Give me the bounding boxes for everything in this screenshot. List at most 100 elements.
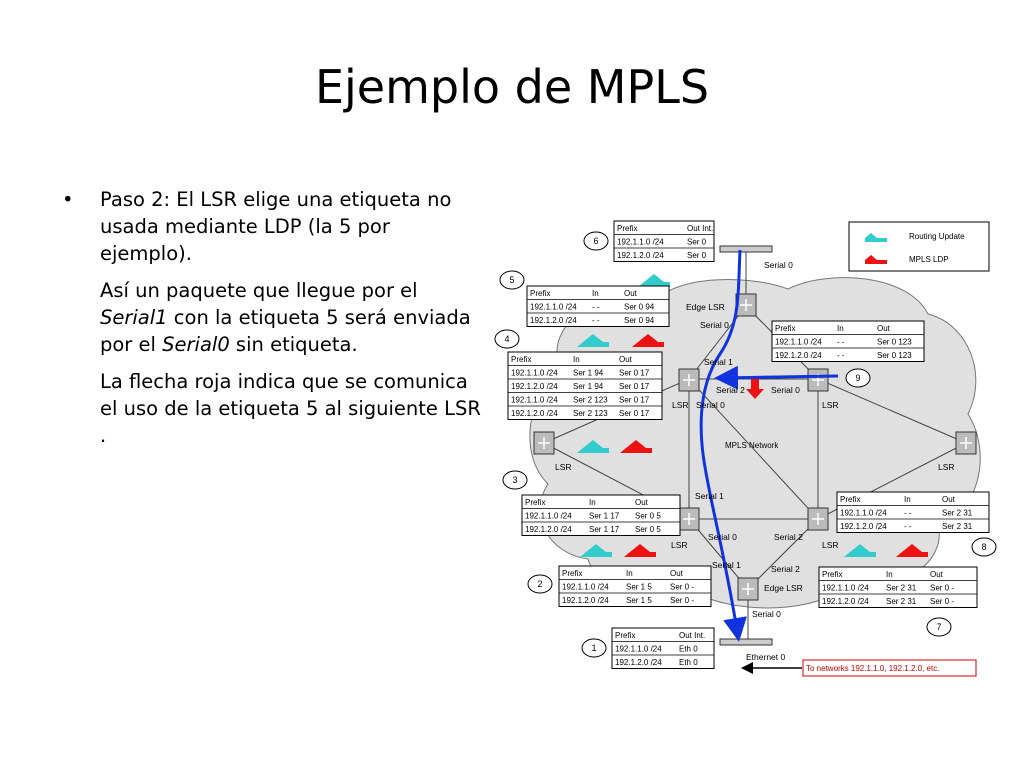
- table-cell: 192.1.1.0 /24: [822, 584, 869, 593]
- table-header-cell: Out: [930, 570, 944, 579]
- step-5-circle: [499, 270, 525, 290]
- table-cell: 192.1.1.0 /24: [615, 645, 662, 654]
- table-cell: Ser 0 17: [619, 396, 650, 405]
- step-3-circle: [502, 470, 528, 490]
- bullet-text: Paso 2: El LSR elige una etiqueta no usa…: [100, 188, 452, 265]
- table-cell: Ser 0 -: [930, 597, 954, 606]
- table-cell: Ser 1 17: [589, 512, 620, 521]
- step-4-circle: [494, 329, 520, 349]
- table-cell: Ser 0 5: [635, 512, 661, 521]
- table-cell: Ser 0 123: [877, 351, 912, 360]
- bullet-dot-icon: •: [62, 188, 74, 211]
- to-networks-box: [802, 659, 977, 677]
- step-5-label: 5: [509, 275, 514, 285]
- packet-path: [699, 249, 747, 642]
- table-cell: 192.1.1.0 /24: [511, 396, 558, 405]
- legend-ldp-label: MPLS LDP: [909, 255, 949, 264]
- serial2-b-label: Serial 2: [774, 532, 803, 542]
- table-cell: - -: [837, 351, 845, 360]
- table-cell: Ser 0 94: [624, 303, 655, 312]
- paragraph-serial: Así un paquete que llegue por el Serial1…: [62, 277, 482, 358]
- step-1-circle: [581, 638, 607, 658]
- table-header-cell: Out Int.: [687, 224, 713, 233]
- table-cell: Ser 2 31: [886, 584, 917, 593]
- table-cell: Ser 1 94: [573, 369, 604, 378]
- table-cell: 192.1.1.0 /24: [617, 238, 664, 247]
- table-cell: Ser 1 5: [626, 596, 652, 605]
- legend-update-icon: [865, 233, 887, 242]
- table-cell: 192.1.2.0 /24: [775, 351, 822, 360]
- lsr-bottom-right-label: LSR: [822, 540, 839, 550]
- step-8-label: 8: [981, 542, 986, 552]
- table-cell: Ser 2 31: [886, 597, 917, 606]
- table-cell: 192.1.2.0 /24: [562, 596, 609, 605]
- lsr-left-up-label: LSR: [672, 400, 689, 410]
- serial0-top-label: Serial 0: [764, 260, 793, 270]
- table-cell: 192.1.2.0 /24: [530, 316, 577, 325]
- table-cell: 192.1.1.0 /24: [775, 338, 822, 347]
- table-cell: Eth 0: [679, 645, 698, 654]
- table-cell: Ser 0: [687, 238, 707, 247]
- table-cell: Eth 0: [679, 658, 698, 667]
- update-arrows: [577, 274, 876, 557]
- table-cell: 192.1.2.0 /24: [511, 382, 558, 391]
- network-links: [543, 250, 967, 642]
- table-cell: Ser 0 123: [877, 338, 912, 347]
- table-cell: Ser 0 17: [619, 369, 650, 378]
- table-cell: - -: [592, 303, 600, 312]
- table-header-cell: Prefix: [530, 289, 550, 298]
- table-cell: Ser 1 17: [589, 525, 620, 534]
- lsr-far-right-label: LSR: [938, 462, 955, 472]
- cloud-label: MPLS Network: [725, 441, 779, 450]
- table-cell: Ser 0: [687, 251, 707, 260]
- table-cell: Ser 2 31: [942, 522, 973, 531]
- table-cell: 192.1.2.0 /24: [525, 525, 572, 534]
- table-header-cell: Out: [877, 324, 891, 333]
- table-cell: Ser 0 -: [670, 596, 694, 605]
- ldp-arrow-center-icon: [746, 379, 764, 399]
- legend-ldp-icon: [865, 255, 887, 264]
- step-1-label: 1: [591, 643, 596, 653]
- table-header-cell: In: [886, 570, 893, 579]
- legend-update-label: Routing Update: [909, 232, 965, 241]
- table-header-cell: Prefix: [840, 495, 860, 504]
- step-7-label: 7: [936, 622, 941, 632]
- serial0-a-label: Serial 0: [771, 385, 800, 395]
- top-hub-icon: [719, 245, 773, 253]
- step-9-circle: [845, 368, 871, 388]
- table-header-cell: In: [837, 324, 844, 333]
- table-cell: Ser 0 -: [930, 584, 954, 593]
- serial2-a-label: Serial 2: [716, 385, 745, 395]
- table-cell: Ser 0 17: [619, 382, 650, 391]
- table-header-cell: Out: [942, 495, 956, 504]
- lsr-mid-right-label: LSR: [822, 400, 839, 410]
- table-cell: 192.1.2.0 /24: [822, 597, 869, 606]
- serial0-b-label: Serial 0: [696, 400, 725, 410]
- table-header-cell: Out: [619, 355, 633, 364]
- table-cell: 192.1.1.0 /24: [562, 583, 609, 592]
- table-cell: 192.1.2.0 /24: [840, 522, 887, 531]
- step-2-label: 2: [537, 579, 542, 589]
- serial1-c-label: Serial 1: [712, 560, 741, 570]
- serial1-b-label: Serial 1: [695, 491, 724, 501]
- step-6-circle: [583, 231, 609, 251]
- table-cell: 192.1.1.0 /24: [525, 512, 572, 521]
- table-cell: 192.1.1.0 /24: [840, 509, 887, 518]
- step-4-label: 4: [504, 334, 509, 344]
- table-header-cell: Prefix: [525, 498, 545, 507]
- step-6-label: 6: [593, 236, 598, 246]
- table-cell: Ser 1 94: [573, 382, 604, 391]
- table-cell: - -: [837, 338, 845, 347]
- p2-mid: con la etiqueta 5 será enviada por el: [100, 306, 471, 356]
- table-header-cell: In: [626, 569, 633, 578]
- edge-lsr-top-label: Edge LSR: [686, 302, 725, 312]
- table-cell: 192.1.2.0 /24: [615, 658, 662, 667]
- table-header-cell: Prefix: [562, 569, 582, 578]
